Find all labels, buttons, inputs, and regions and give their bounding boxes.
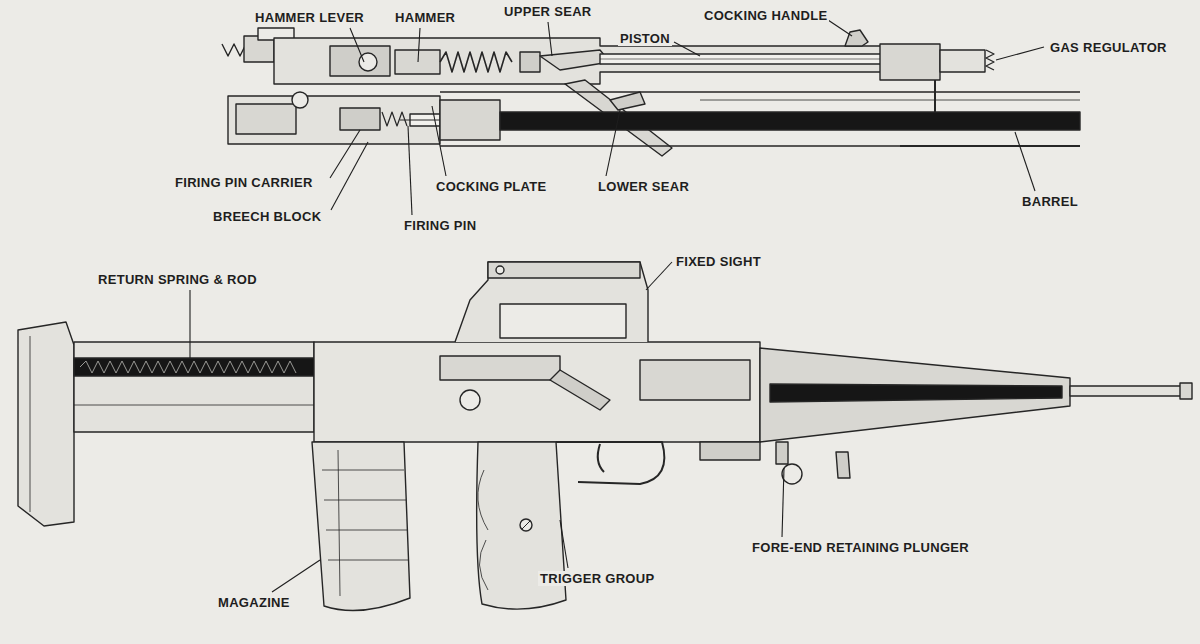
part-label: TRIGGER GROUP <box>538 571 656 586</box>
part-label: HAMMER LEVER <box>253 10 366 25</box>
part-label: LOWER SEAR <box>596 179 691 194</box>
mechanism-cutaway <box>222 28 1080 156</box>
part-label: BARREL <box>1020 194 1080 209</box>
part-label: COCKING HANDLE <box>702 8 829 23</box>
part-label: PISTON <box>618 31 672 46</box>
part-label: GAS REGULATOR <box>1048 40 1169 55</box>
part-label: HAMMER <box>393 10 457 25</box>
leader-lines <box>190 20 1044 592</box>
part-label: FORE-END RETAINING PLUNGER <box>750 540 971 555</box>
rifle-side-view <box>18 262 1192 611</box>
part-label: FIRING PIN CARRIER <box>173 175 315 190</box>
part-label: MAGAZINE <box>216 595 292 610</box>
part-label: BREECH BLOCK <box>211 209 323 224</box>
part-label: RETURN SPRING & ROD <box>96 272 259 287</box>
part-label: FIXED SIGHT <box>674 254 763 269</box>
part-label: UPPER SEAR <box>502 4 594 19</box>
part-label: FIRING PIN <box>402 218 478 233</box>
part-label: COCKING PLATE <box>434 179 549 194</box>
